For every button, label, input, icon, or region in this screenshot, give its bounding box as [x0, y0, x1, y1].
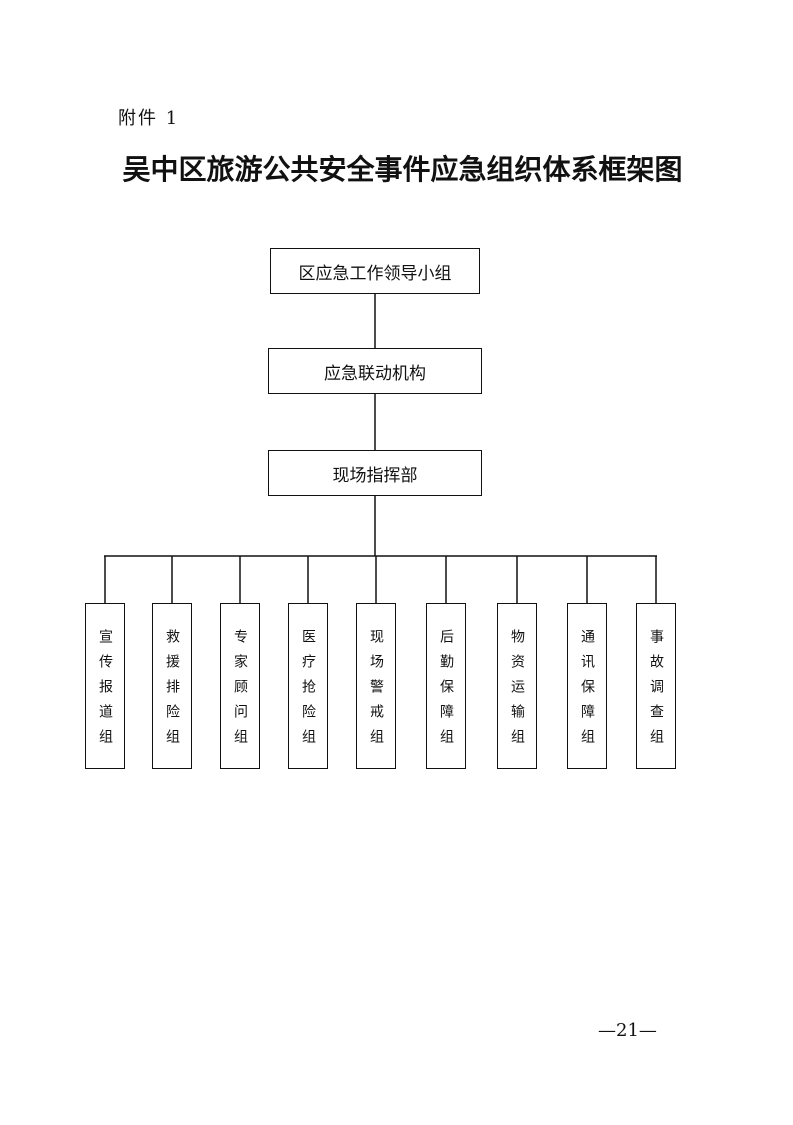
box-linkage-agency: 应急联动机构	[268, 348, 482, 394]
group-label: 通讯保障组	[579, 628, 595, 754]
box-label: 现场指挥部	[332, 465, 418, 486]
group-box: 事故调查组	[636, 603, 676, 769]
attachment-label: 附件 1	[118, 108, 180, 129]
group-label: 医疗抢险组	[300, 628, 316, 754]
group-box: 专家顾问组	[220, 603, 260, 769]
group-label: 专家顾问组	[232, 628, 248, 754]
box-field-command: 现场指挥部	[268, 450, 482, 496]
box-leading-group: 区应急工作领导小组	[270, 248, 480, 294]
group-box: 物资运输组	[497, 603, 537, 769]
page-number: —21—	[598, 1020, 657, 1041]
group-label: 物资运输组	[509, 628, 525, 754]
group-label: 救援排险组	[164, 628, 180, 754]
group-box: 救援排险组	[152, 603, 192, 769]
group-box: 通讯保障组	[567, 603, 607, 769]
group-label: 宣传报道组	[97, 628, 113, 754]
group-box: 后勤保障组	[426, 603, 466, 769]
box-label: 区应急工作领导小组	[298, 263, 452, 284]
box-label: 应急联动机构	[324, 363, 426, 384]
group-box: 现场警戒组	[356, 603, 396, 769]
group-box: 宣传报道组	[85, 603, 125, 769]
group-label: 后勤保障组	[438, 628, 454, 754]
group-label: 事故调查组	[648, 628, 664, 754]
page-title: 吴中区旅游公共安全事件应急组织体系框架图	[122, 153, 683, 186]
group-label: 现场警戒组	[368, 628, 384, 754]
group-box: 医疗抢险组	[288, 603, 328, 769]
